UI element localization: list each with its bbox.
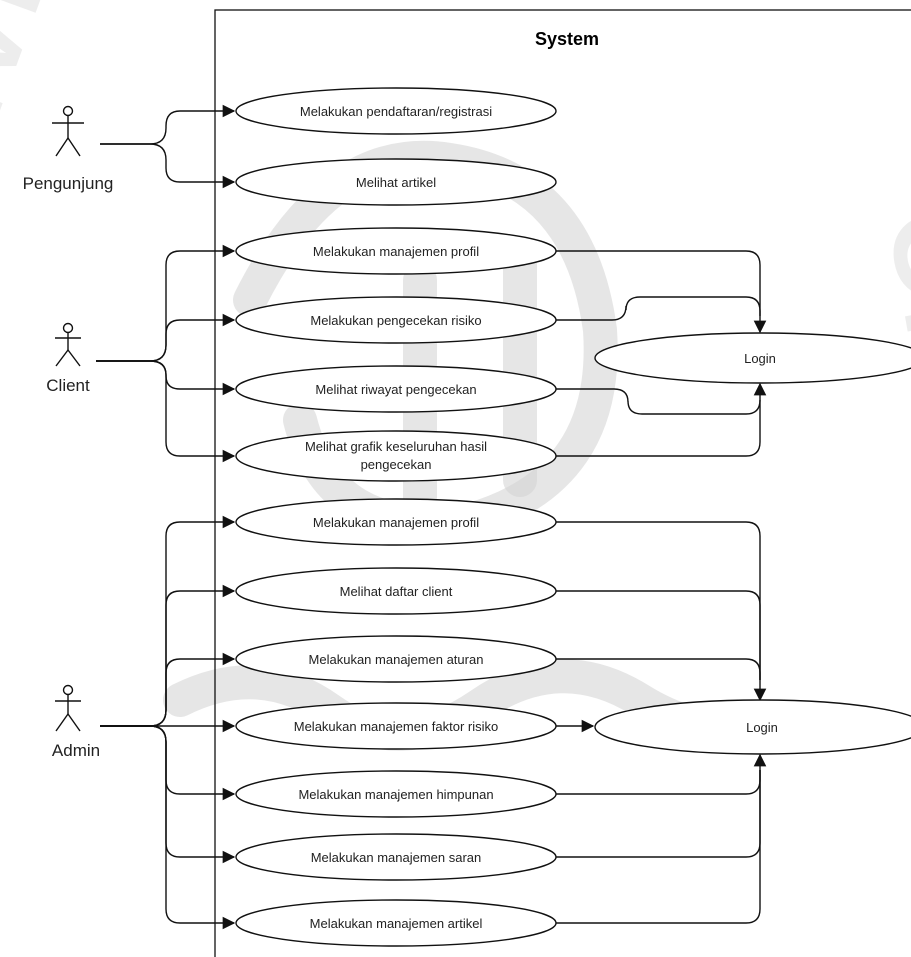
connector-admin-uc12 bbox=[100, 725, 236, 864]
actor-label-admin: Admin bbox=[52, 741, 100, 760]
connector-admin-uc11 bbox=[100, 725, 236, 801]
connector-admin-uc13 bbox=[100, 725, 236, 930]
connector-admin-uc9 bbox=[100, 652, 236, 727]
use-case-uc5[interactable] bbox=[235, 365, 557, 413]
use-case-label: Melihat riwayat pengecekan bbox=[315, 382, 476, 397]
login-ellipses bbox=[594, 332, 911, 755]
actor-label-client: Client bbox=[46, 376, 90, 395]
login-label-client: Login bbox=[744, 351, 776, 366]
include-uc8-login bbox=[556, 590, 761, 680]
use-case-label: Melihat daftar client bbox=[340, 584, 453, 599]
actor-pengunjung: Pengunjung bbox=[23, 105, 114, 193]
use-case-labels: Melakukan pendaftaran/registrasi Melihat… bbox=[294, 104, 498, 931]
login-ellipse-client[interactable] bbox=[594, 332, 911, 384]
svg-text:ONESIA: ONESIA bbox=[862, 198, 911, 674]
include-uc11-login bbox=[556, 753, 767, 795]
include-uc9-login bbox=[556, 658, 767, 702]
use-case-uc1[interactable] bbox=[235, 87, 557, 135]
use-case-label: Melakukan pendaftaran/registrasi bbox=[300, 104, 492, 119]
actor-figure-icon bbox=[52, 105, 84, 157]
include-uc7-login bbox=[556, 521, 761, 680]
connector-pengunjung-uc1 bbox=[100, 104, 236, 145]
system-boundary bbox=[214, 9, 911, 957]
include-uc6-login bbox=[556, 400, 761, 457]
use-case-label: Melakukan pengecekan risiko bbox=[310, 313, 481, 328]
connector-client-uc3 bbox=[96, 244, 236, 362]
use-case-uc10[interactable] bbox=[235, 702, 557, 750]
actor-admin: Admin bbox=[52, 684, 100, 760]
use-case-uc8[interactable] bbox=[235, 567, 557, 615]
system-title: System bbox=[535, 29, 599, 49]
actor-figure-icon bbox=[55, 684, 81, 732]
connector-client-uc4 bbox=[96, 313, 236, 362]
use-case-uc3[interactable] bbox=[235, 227, 557, 275]
login-ellipse-admin[interactable] bbox=[594, 699, 911, 755]
actor-figure-icon bbox=[55, 322, 81, 367]
login-connectors-client bbox=[556, 250, 767, 457]
use-case-label: Melakukan manajemen saran bbox=[311, 850, 482, 865]
use-case-label: Melakukan manajemen artikel bbox=[310, 916, 483, 931]
use-case-label: Melakukan manajemen aturan bbox=[309, 652, 484, 667]
use-case-label: Melihat grafik keseluruhan hasil bbox=[305, 439, 487, 454]
actor-client: Client bbox=[46, 322, 90, 395]
use-case-label: Melihat artikel bbox=[356, 175, 436, 190]
connector-client-uc6 bbox=[96, 360, 236, 463]
include-uc13-login bbox=[556, 770, 761, 924]
use-case-uc11[interactable] bbox=[235, 770, 557, 818]
use-case-uc2[interactable] bbox=[235, 158, 557, 206]
include-uc4-login bbox=[556, 296, 767, 334]
use-case-uc12[interactable] bbox=[235, 833, 557, 881]
use-case-uc13[interactable] bbox=[235, 899, 557, 947]
use-case-uc7[interactable] bbox=[235, 498, 557, 546]
actor-label-pengunjung: Pengunjung bbox=[23, 174, 114, 193]
include-uc3-login bbox=[556, 250, 761, 316]
actor-connectors bbox=[96, 104, 236, 930]
connector-client-uc5 bbox=[96, 360, 236, 396]
use-case-label: Melakukan manajemen profil bbox=[313, 244, 479, 259]
use-case-uc4[interactable] bbox=[235, 296, 557, 344]
connector-pengunjung-uc2 bbox=[100, 143, 236, 189]
use-case-label: Melakukan manajemen faktor risiko bbox=[294, 719, 498, 734]
svg-text:UNIVERS: UNIVERS bbox=[0, 0, 142, 299]
login-label-admin: Login bbox=[746, 720, 778, 735]
use-case-uc9[interactable] bbox=[235, 635, 557, 683]
login-connectors-admin bbox=[556, 521, 767, 924]
use-case-label: Melakukan manajemen himpunan bbox=[298, 787, 493, 802]
use-case-label: pengecekan bbox=[361, 457, 432, 472]
include-uc5-login bbox=[556, 382, 767, 415]
use-case-label: Melakukan manajemen profil bbox=[313, 515, 479, 530]
use-case-uc6[interactable] bbox=[235, 430, 557, 482]
use-cases bbox=[235, 87, 557, 947]
include-uc12-login bbox=[556, 770, 761, 858]
